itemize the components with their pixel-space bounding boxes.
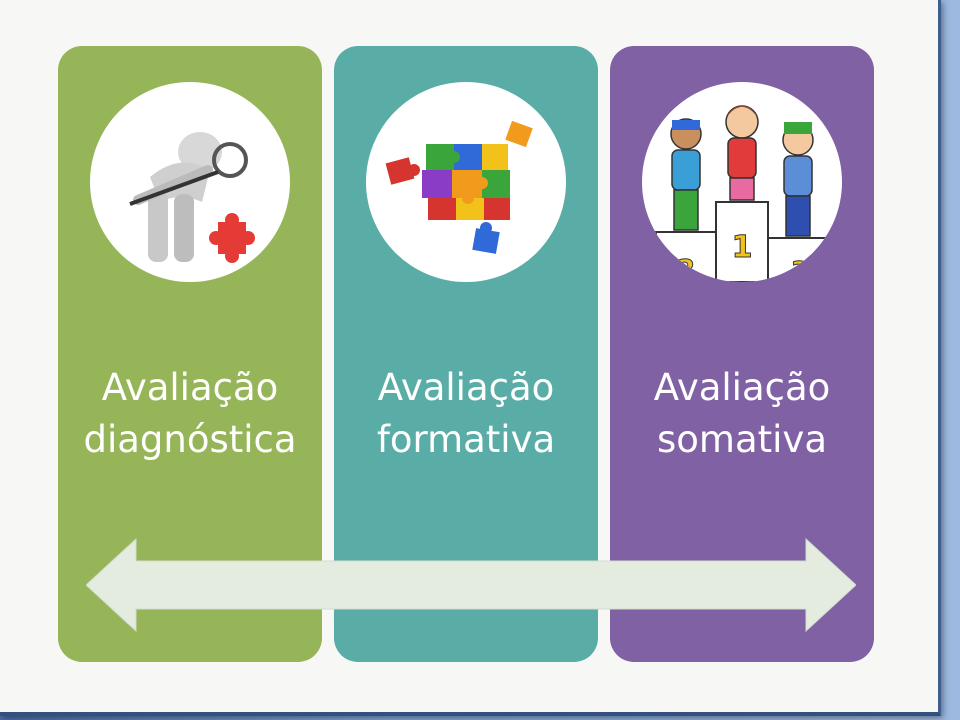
bidirectional-arrow-icon	[86, 537, 856, 633]
panel-label-line2: formativa	[376, 418, 556, 461]
slide: Avaliação diagnóstica	[0, 0, 941, 716]
panel-label: Avaliação formativa	[334, 362, 598, 466]
panel-formativa: Avaliação formativa	[334, 46, 598, 662]
panel-somativa: 1 2 3 Avaliação soma	[610, 46, 874, 662]
podium-second-label: 2	[677, 255, 695, 282]
podium-third-label: 3	[791, 257, 809, 282]
magnifier-figure-puzzle-icon	[129, 132, 255, 263]
panel-image-circle: 1 2 3	[642, 82, 842, 282]
panel-label-line1: Avaliação	[653, 366, 831, 409]
puzzle-pieces-icon	[385, 120, 533, 254]
podium-kids-icon: 1 2 3	[655, 105, 829, 282]
panel-image-circle	[90, 82, 290, 282]
panel-label-line1: Avaliação	[377, 366, 555, 409]
panel-label-line1: Avaliação	[101, 366, 279, 409]
panel-label-line2: somativa	[657, 418, 827, 461]
panel-diagnostica: Avaliação diagnóstica	[58, 46, 322, 662]
panel-image-circle	[366, 82, 566, 282]
podium-first-label: 1	[732, 230, 753, 265]
panel-label: Avaliação somativa	[610, 362, 874, 466]
panel-label-line2: diagnóstica	[83, 418, 297, 461]
panel-label: Avaliação diagnóstica	[58, 362, 322, 466]
